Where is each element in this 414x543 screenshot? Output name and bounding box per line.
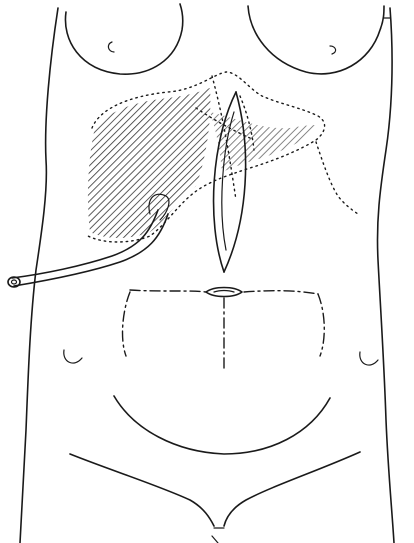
pelvis-outline-icon <box>70 396 360 543</box>
abdominal-region-outline-icon <box>123 292 325 370</box>
hip-crease-right-icon <box>360 352 378 365</box>
breast-left-icon <box>65 4 182 74</box>
liver-hatched-lobe-icon <box>88 88 318 238</box>
torso-outline-icon <box>20 8 394 543</box>
hip-crease-left-icon <box>64 350 82 363</box>
breast-right-icon <box>248 6 390 74</box>
umbilicus-icon <box>206 288 242 297</box>
